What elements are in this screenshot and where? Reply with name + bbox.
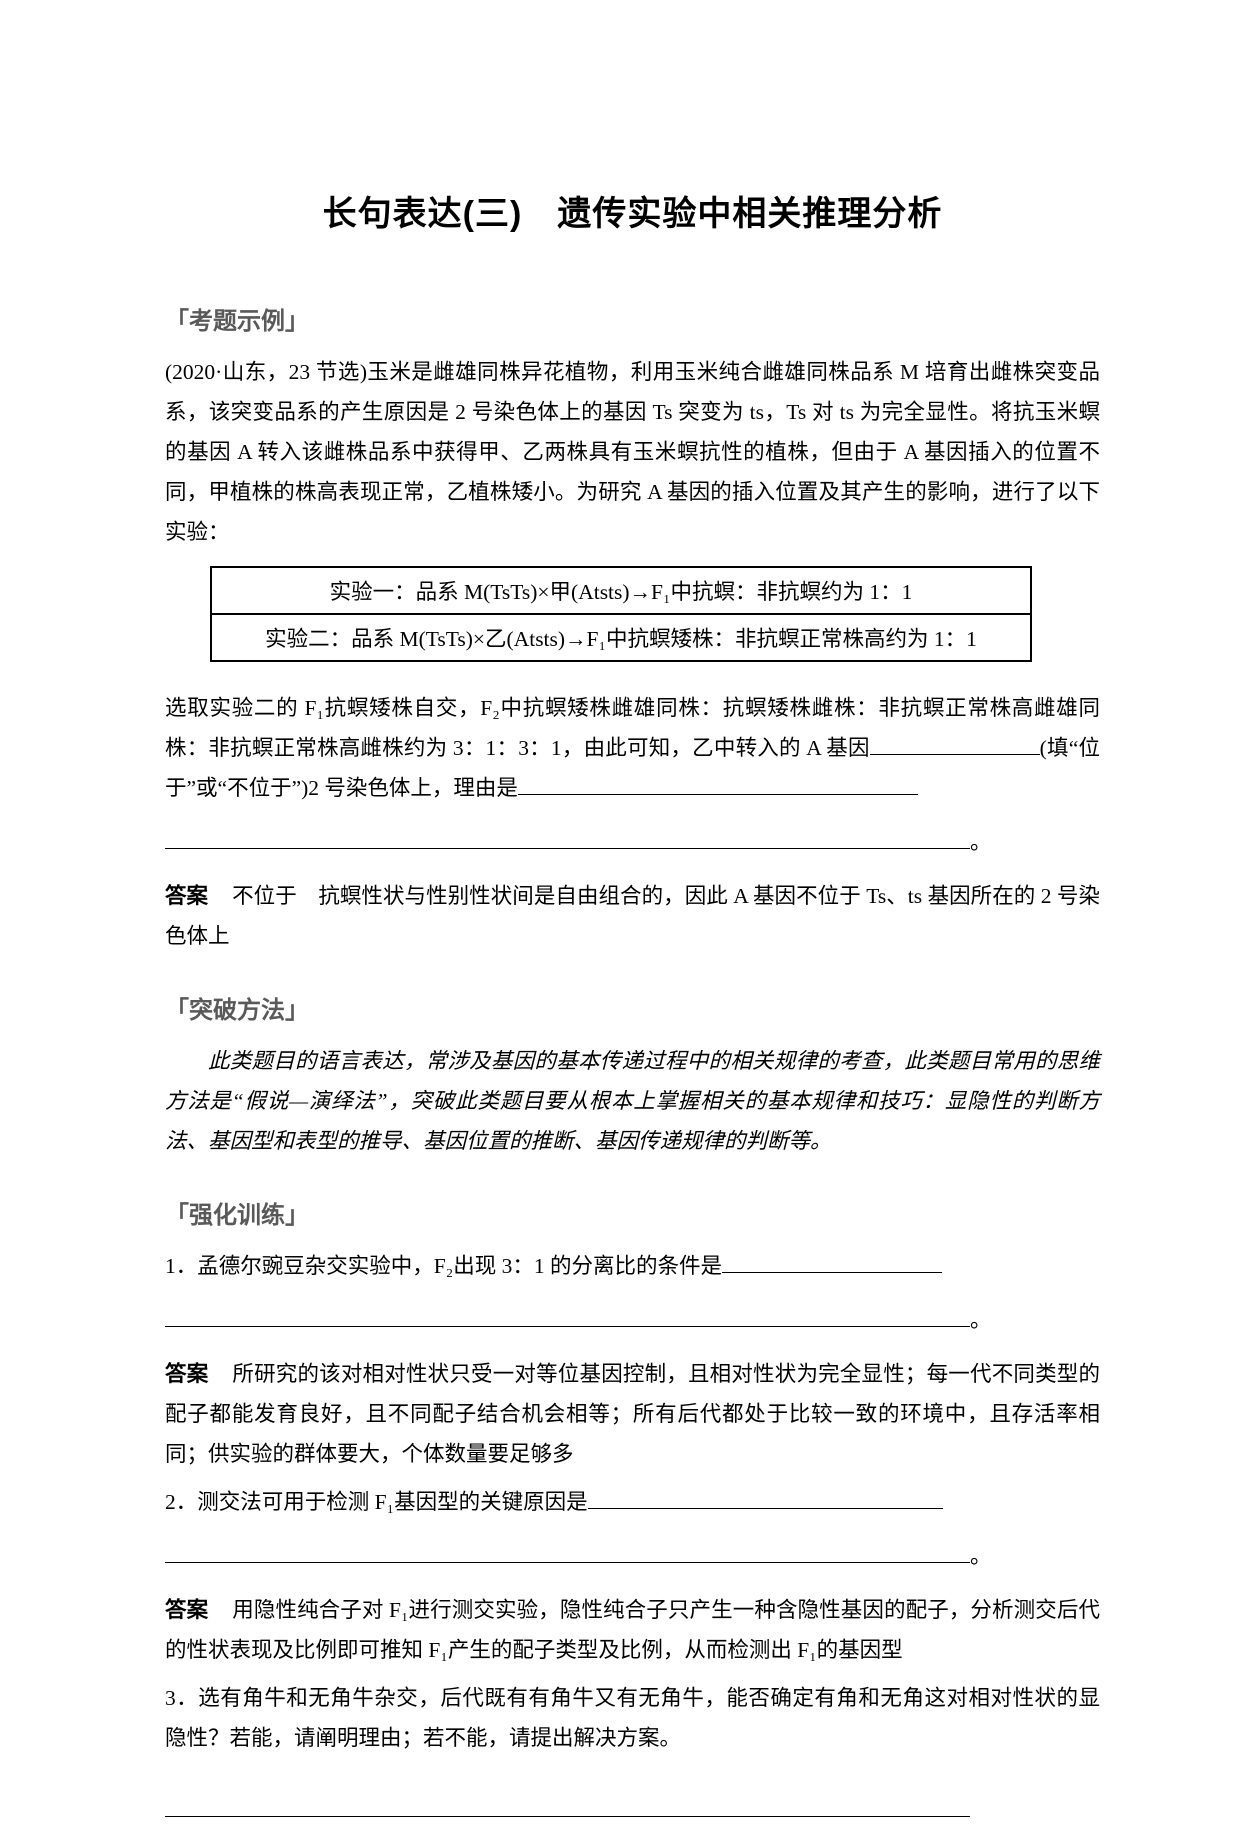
experiment-2-cell: 实验二：品系 M(TsTs)×乙(Atsts)→F₁中抗螟矮株：非抗螟正常株高约… [210,613,1032,662]
blank-row-period: 。 [970,830,992,854]
question-2-text: 2．测交法可用于检测 F₁基因型的关键原因是 [165,1490,588,1514]
table-row: 实验一：品系 M(TsTs)×甲(Atsts)→F₁中抗螟：非抗螟约为 1：1 [210,566,1032,615]
answer-blank-row: 。 [165,1294,1100,1346]
worksheet-page: 长句表达(三) 遗传实验中相关推理分析 「考题示例」 (2020·山东，23 节… [165,195,1100,1817]
exam-question-paragraph: 选取实验二的 F₁抗螟矮株自交，F₂中抗螟矮株雌雄同株：抗螟矮株雌株：非抗螟正常… [165,688,1100,808]
answer-blank-line [165,1303,970,1327]
blank-row-period: 。 [970,1308,992,1332]
section-header-method: 「突破方法」 [165,997,309,1024]
answer-label: 答案 [165,1362,209,1386]
practice-answer-2: 答案用隐性纯合子对 F₁进行测交实验，隐性纯合子只产生一种含隐性基因的配子，分析… [165,1590,1100,1670]
practice-question-1: 1．孟德尔豌豆杂交实验中，F₂出现 3：1 的分离比的条件是 [165,1246,1100,1286]
practice-answer-1: 答案所研究的该对相对性状只受一对等位基因控制，且相对性状为完全显性；每一代不同类… [165,1354,1100,1474]
section-header-practice: 「强化训练」 [165,1202,309,1229]
practice-question-2: 2．测交法可用于检测 F₁基因型的关键原因是 [165,1482,1100,1522]
blank-row-period: 。 [970,1544,992,1568]
answer-blank-inline [869,731,1040,755]
exam-question-text-1: 选取实验二的 F₁抗螟矮株自交，F₂中抗螟矮株雌雄同株：抗螟矮株雌株：非抗螟正常… [165,696,1100,760]
experiment-1-cell: 实验一：品系 M(TsTs)×甲(Atsts)→F₁中抗螟：非抗螟约为 1：1 [210,566,1032,615]
answer-label: 答案 [165,1598,209,1622]
exam-answer-paragraph: 答案不位于 抗螟性状与性别性状间是自由组合的，因此 A 基因不位于 Ts、ts … [165,876,1100,956]
exam-answer-text: 不位于 抗螟性状与性别性状间是自由组合的，因此 A 基因不位于 Ts、ts 基因… [165,884,1100,948]
answer-blank-line [165,1793,970,1817]
method-paragraph: 此类题目的语言表达，常涉及基因的基本传递过程中的相关规律的考查，此类题目常用的思… [165,1049,1100,1153]
section-header-exam-example: 「考题示例」 [165,308,309,335]
answer-label: 答案 [165,884,209,908]
exam-question-text-2: (填“位于”或“不位于”)2 号染色体上，理由是 [165,736,1100,800]
answer-blank-inline [517,771,918,795]
question-1-text: 1．孟德尔豌豆杂交实验中，F₂出现 3：1 的分离比的条件是 [165,1254,722,1278]
answer-2-text: 用隐性纯合子对 F₁进行测交实验，隐性纯合子只产生一种含隐性基因的配子，分析测交… [165,1598,1100,1662]
exam-intro-paragraph: (2020·山东，23 节选)玉米是雌雄同株异花植物，利用玉米纯合雌雄同株品系 … [165,360,1100,544]
answer-1-text: 所研究的该对相对性状只受一对等位基因控制，且相对性状为完全显性；每一代不同类型的… [165,1362,1100,1466]
answer-blank-inline [721,1249,942,1273]
answer-blank-inline [587,1485,943,1509]
practice-question-3: 3．选有角牛和无角牛杂交，后代既有有角牛又有无角牛，能否确定有角和无角这对相对性… [165,1686,1100,1750]
page-title: 长句表达(三) 遗传实验中相关推理分析 [322,195,943,233]
answer-blank-line [165,825,970,849]
table-row: 实验二：品系 M(TsTs)×乙(Atsts)→F₁中抗螟矮株：非抗螟正常株高约… [210,613,1032,662]
answer-blank-row [165,1784,1100,1836]
answer-blank-row: 。 [165,1530,1100,1582]
experiment-table: 实验一：品系 M(TsTs)×甲(Atsts)→F₁中抗螟：非抗螟约为 1：1 … [210,566,1032,662]
answer-blank-row: 。 [165,816,1100,868]
answer-blank-line [165,1539,970,1563]
